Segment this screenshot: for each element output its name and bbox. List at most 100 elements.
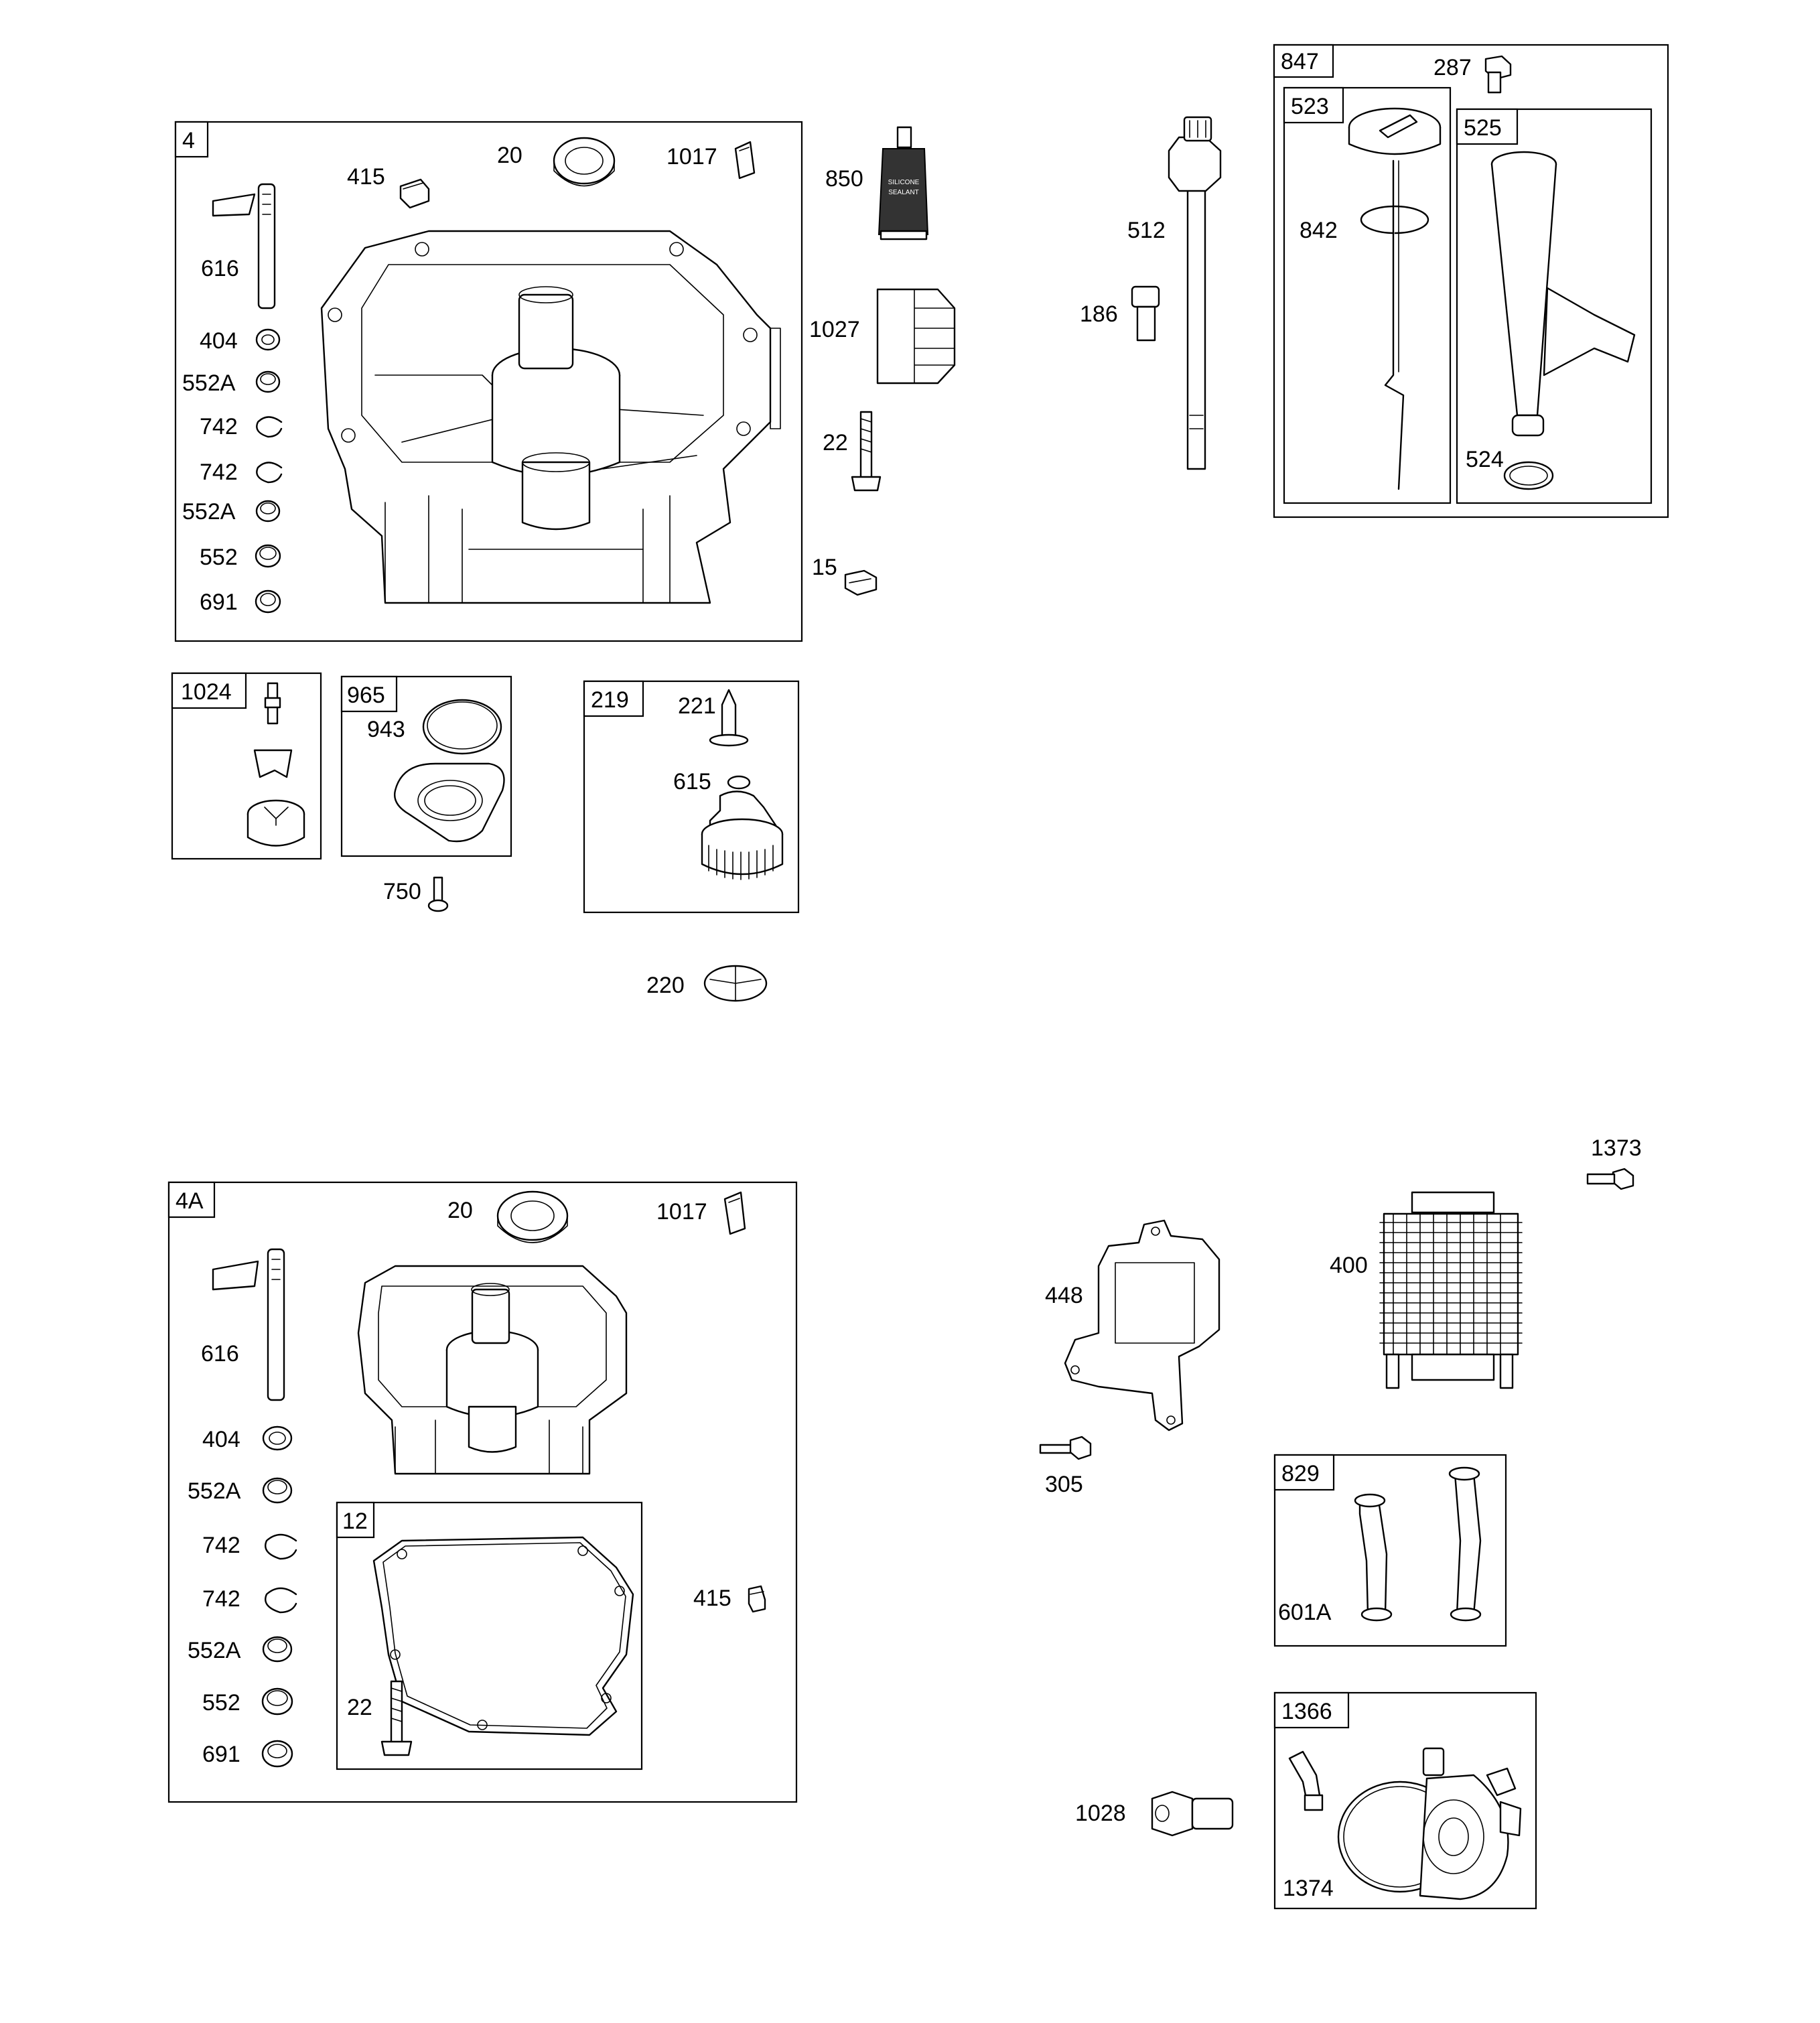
group-4a: 4A 20 1017 616 40	[167, 1181, 798, 1803]
tube-text-1: SILICONE	[888, 179, 920, 186]
oil-pump-rotor-icon	[247, 682, 305, 847]
group-12-label: 12	[342, 1509, 368, 1534]
sump-cover-drawing	[357, 1265, 628, 1475]
bolt-1373-icon	[1586, 1168, 1634, 1190]
callout-524: 524	[1466, 447, 1504, 472]
drain-plug-icon	[844, 569, 878, 596]
callout-750: 750	[383, 879, 421, 904]
group-523-label: 523	[1291, 94, 1329, 119]
callout-1374: 1374	[1283, 1876, 1334, 1901]
group-829-frame	[1273, 1454, 1507, 1647]
group-525-label: 525	[1464, 115, 1502, 141]
group-219: 219 221 615	[583, 680, 800, 914]
e-clip-icon	[265, 1533, 297, 1560]
oil-cooler-icon	[1379, 1191, 1523, 1389]
breather-fitting-icon	[1131, 285, 1160, 342]
e-clip-icon	[256, 416, 283, 438]
pump-cover-icon	[394, 762, 505, 843]
callout-4a-616: 616	[201, 1341, 239, 1367]
washer-220-icon	[703, 965, 768, 1002]
callout-4a-1017: 1017	[656, 1199, 707, 1225]
screw-287-icon	[1484, 55, 1512, 94]
seal-552-icon	[261, 1687, 293, 1716]
callout-15: 15	[812, 555, 837, 580]
bearing-icon	[496, 1190, 569, 1243]
group-965: 965 943	[340, 675, 512, 857]
pin-221-icon	[709, 689, 749, 747]
callout-552a-2: 552A	[182, 499, 236, 525]
fill-tube-icon	[1490, 151, 1636, 490]
elbow-fitting-icon	[1288, 1750, 1324, 1811]
callout-20: 20	[497, 143, 522, 168]
governor-shaft-icon	[212, 183, 276, 309]
callout-305: 305	[1045, 1472, 1083, 1497]
e-clip-icon	[256, 462, 283, 484]
bolt-icon	[851, 411, 882, 492]
group-847-tag	[1273, 44, 1334, 78]
washer-404-icon	[255, 328, 281, 351]
callout-552a-1: 552A	[182, 370, 236, 396]
callout-287: 287	[1433, 55, 1472, 80]
group-829-label: 829	[1281, 1461, 1320, 1486]
group-525-frame	[1456, 108, 1653, 504]
plug-icon	[748, 1585, 766, 1613]
callout-850: 850	[825, 166, 863, 192]
gasket-448-icon	[1064, 1219, 1220, 1432]
group-847: 847 287 523 842 525	[1273, 44, 1669, 518]
group-4a-frame	[167, 1181, 798, 1803]
callout-4a-742-a: 742	[202, 1533, 240, 1558]
seal-552a-icon	[255, 370, 281, 393]
group-4a-tag	[167, 1181, 216, 1218]
group-4: 4 20	[174, 121, 803, 642]
group-4a-label: 4A	[176, 1188, 204, 1214]
screw-750-icon	[427, 876, 449, 912]
callout-1017: 1017	[667, 144, 717, 169]
callout-4a-742-b: 742	[202, 1586, 240, 1612]
seal-552-icon	[255, 544, 281, 568]
group-1024-label: 1024	[181, 679, 232, 705]
seal-552a-icon	[255, 500, 281, 522]
callout-221: 221	[678, 693, 716, 719]
screw-305-icon	[1039, 1436, 1092, 1460]
group-525-tag	[1456, 108, 1519, 145]
group-219-tag	[583, 680, 644, 717]
bolt-icon	[380, 1680, 413, 1756]
dipstick-cap-icon	[1348, 107, 1442, 490]
plug-icon	[399, 178, 430, 209]
clip-icon	[734, 141, 756, 180]
callout-4a-20: 20	[447, 1198, 473, 1223]
group-965-label: 965	[347, 683, 385, 708]
callout-615: 615	[673, 769, 711, 794]
group-1366-tag	[1273, 1691, 1350, 1729]
callout-601a: 601A	[1278, 1600, 1332, 1625]
callout-4a-415: 415	[693, 1586, 731, 1611]
group-523-tag	[1283, 86, 1344, 124]
governor-shaft-icon	[212, 1248, 285, 1401]
tube-text-2: SEALANT	[888, 189, 919, 196]
dipstick-tube-icon	[1168, 116, 1222, 470]
gasket-12-icon	[372, 1536, 634, 1736]
callout-4a-552: 552	[202, 1690, 240, 1716]
callout-22: 22	[823, 430, 848, 456]
group-829: 829 601A	[1273, 1454, 1507, 1647]
group-847-frame	[1273, 44, 1669, 518]
callout-691: 691	[200, 589, 238, 615]
callout-842: 842	[1300, 218, 1338, 243]
callout-1027: 1027	[809, 317, 860, 342]
callout-220: 220	[646, 973, 685, 998]
callout-404: 404	[200, 328, 238, 354]
group-1366: 1366 1374	[1273, 1691, 1537, 1910]
group-829-tag	[1273, 1454, 1335, 1491]
o-ring-943-icon	[422, 699, 502, 755]
callout-448: 448	[1045, 1283, 1083, 1308]
seal-552a-icon	[262, 1636, 293, 1663]
group-1366-label: 1366	[1281, 1699, 1332, 1724]
group-4-tag	[174, 121, 209, 158]
callout-1373: 1373	[1591, 1135, 1642, 1161]
e-clip-icon	[265, 1587, 297, 1614]
adapter-1028-icon	[1151, 1791, 1234, 1837]
group-12-tag	[336, 1501, 375, 1539]
callout-1028: 1028	[1075, 1801, 1126, 1826]
group-523-frame	[1283, 86, 1452, 504]
